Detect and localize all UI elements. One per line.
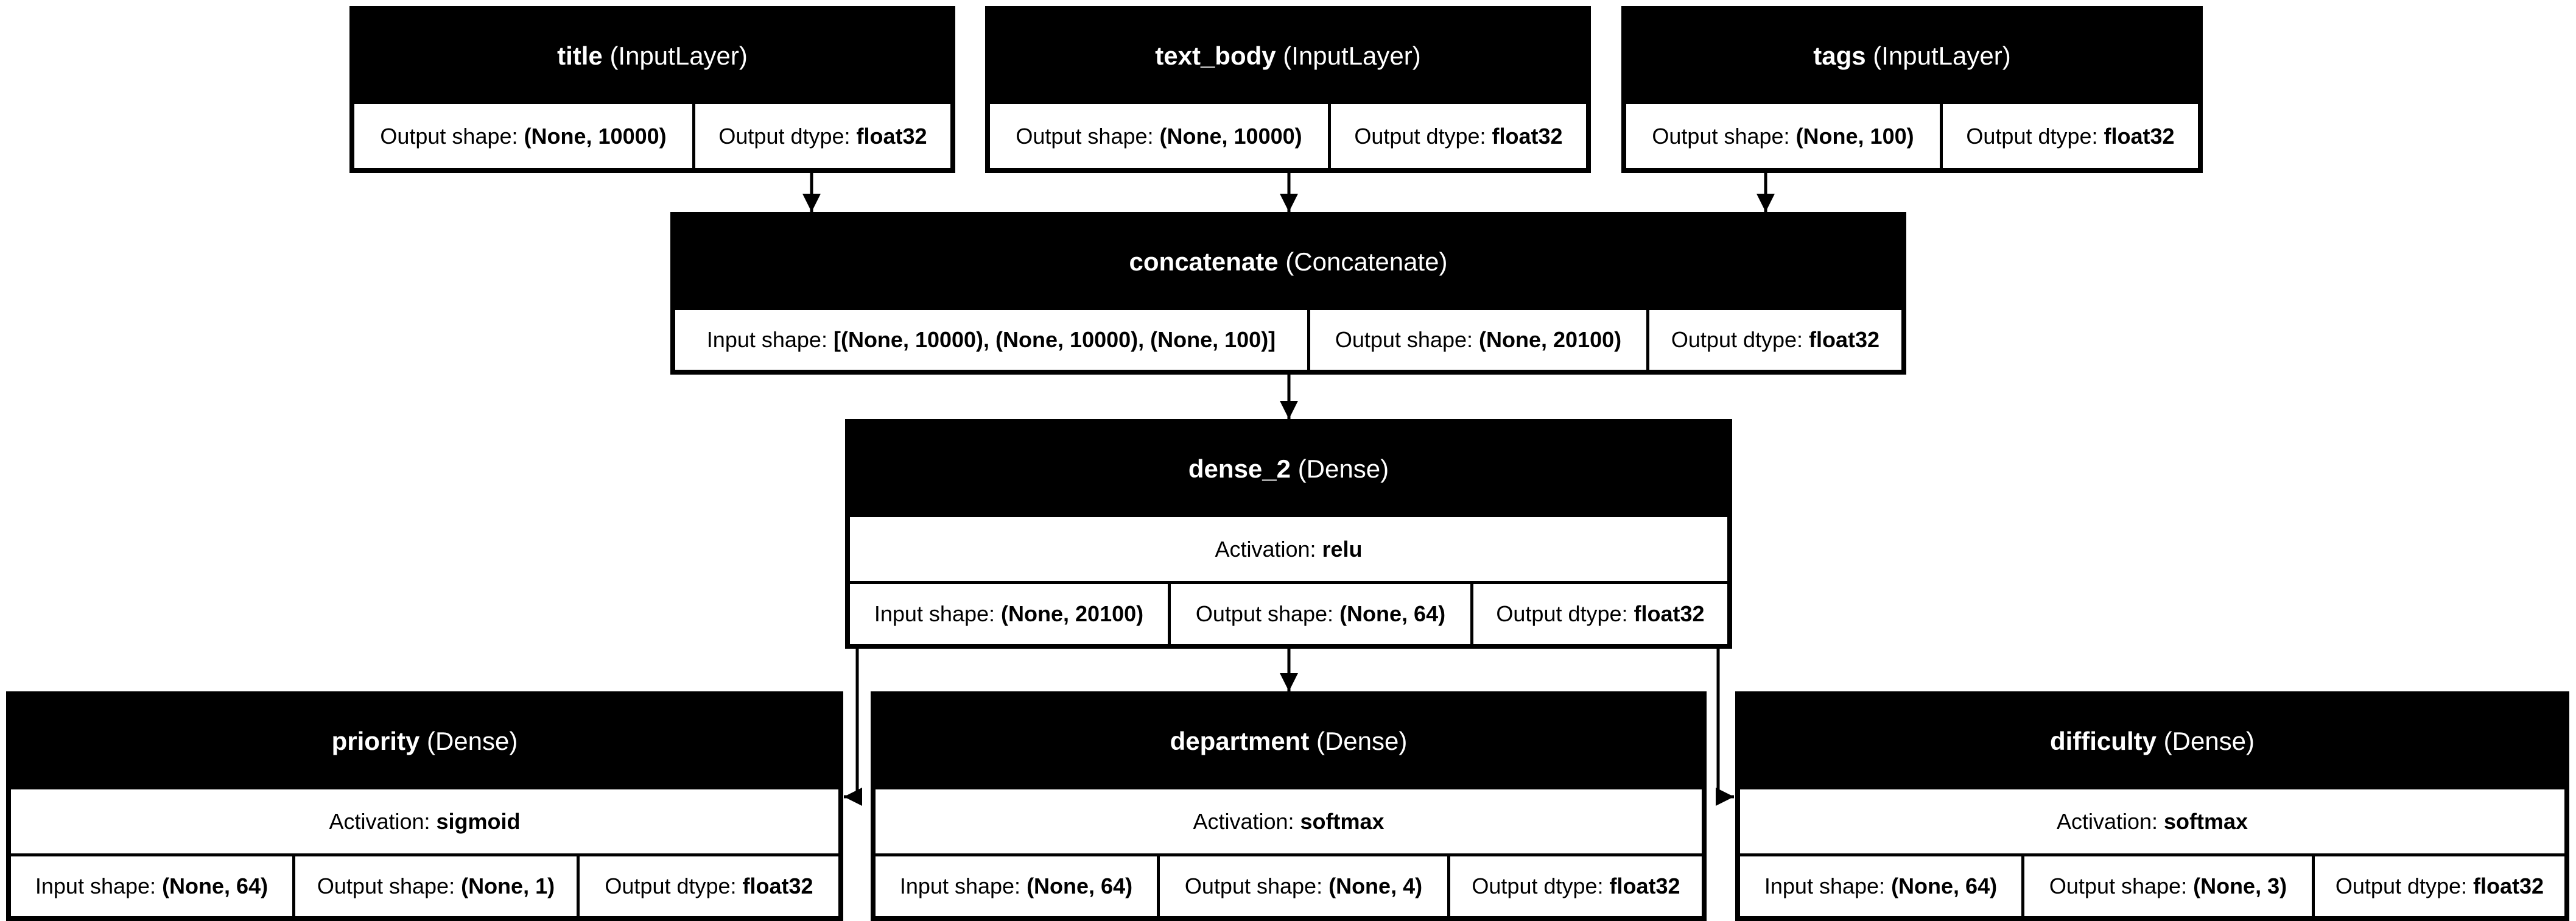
output-shape-cell: Output shape:(None, 3): [2024, 856, 2315, 916]
layer-type: (Dense): [2163, 727, 2255, 755]
layer-name: concatenate: [1129, 247, 1279, 276]
output-dtype-value: float32: [2104, 123, 2175, 149]
activation-cell: Activation:softmax: [1193, 808, 1385, 834]
input-shape-value: [(None, 10000), (None, 10000), (None, 10…: [833, 327, 1276, 352]
node-header: priority (Dense): [11, 696, 838, 786]
arrowhead-dense-2-to-department: [1280, 673, 1298, 691]
activation-cell: Activation:sigmoid: [329, 808, 521, 834]
activation-cell: Activation:relu: [1215, 536, 1363, 562]
node-title: title (InputLayer) Output shape:(None, 1…: [349, 6, 955, 173]
node-department: department (Dense) Activation:softmax In…: [871, 691, 1707, 921]
output-dtype-cell: Output dtype:float32: [1354, 123, 1563, 149]
node-text-body: text_body (InputLayer) Output shape:(Non…: [985, 6, 1591, 173]
activation-cell: Activation:softmax: [2056, 808, 2248, 834]
layer-type: (Dense): [1297, 454, 1389, 483]
output-shape-cell: Output shape:(None, 10000): [990, 104, 1331, 168]
layer-type: (Concatenate): [1285, 247, 1448, 276]
node-header: department (Dense): [876, 696, 1702, 786]
output-dtype-value: float32: [1492, 123, 1563, 149]
output-dtype-cell: Output dtype:float32: [1671, 327, 1880, 352]
output-dtype-value: float32: [856, 123, 927, 149]
layer-type: (Dense): [1316, 727, 1408, 755]
output-dtype-value: float32: [742, 873, 813, 898]
arrowhead-title-to-concatenate: [802, 194, 821, 212]
output-shape-cell: Output shape:(None, 100): [1626, 104, 1943, 168]
input-shape-cell: Input shape:(None, 64): [1740, 856, 2024, 916]
activation-value: softmax: [2164, 808, 2248, 834]
arrowhead-concatenate-to-dense-2: [1280, 401, 1298, 419]
edge-dense-2-to-difficulty: [1716, 627, 1734, 799]
output-shape-value: (None, 10000): [524, 123, 667, 149]
output-dtype-cell: Output dtype:float32: [1472, 873, 1680, 898]
output-dtype-cell: Output dtype:float32: [1496, 601, 1705, 626]
output-shape-cell: Output shape:(None, 64): [1171, 584, 1473, 644]
node-header: concatenate (Concatenate): [675, 217, 1901, 307]
layer-name: tags: [1813, 41, 1866, 70]
output-shape-value: (None, 4): [1328, 873, 1423, 898]
edge-dense-2-to-priority: [844, 627, 859, 799]
layer-type: (InputLayer): [609, 41, 748, 70]
layer-type: (Dense): [426, 727, 518, 755]
output-dtype-value: float32: [1609, 873, 1680, 898]
node-header: text_body (InputLayer): [990, 11, 1586, 101]
layer-name: title: [557, 41, 603, 70]
layer-name: text_body: [1155, 41, 1276, 70]
output-shape-value: (None, 1): [461, 873, 555, 898]
node-difficulty: difficulty (Dense) Activation:softmax In…: [1735, 691, 2569, 921]
input-shape-value: (None, 20100): [1001, 601, 1144, 626]
output-dtype-value: float32: [1634, 601, 1705, 626]
input-shape-value: (None, 64): [162, 873, 268, 898]
output-shape-value: (None, 3): [2193, 873, 2287, 898]
output-dtype-cell: Output dtype:float32: [718, 123, 927, 149]
activation-value: softmax: [1300, 808, 1385, 834]
arrowhead-dense-2-to-difficulty: [1716, 788, 1734, 806]
output-shape-cell: Output shape:(None, 20100): [1310, 310, 1649, 370]
input-shape-cell: Input shape:[(None, 10000), (None, 10000…: [675, 310, 1310, 370]
node-concatenate: concatenate (Concatenate) Input shape:[(…: [670, 212, 1906, 375]
input-shape-cell: Input shape:(None, 20100): [850, 584, 1171, 644]
layer-name: difficulty: [2049, 727, 2157, 755]
layer-type: (InputLayer): [1283, 41, 1421, 70]
node-dense-2: dense_2 (Dense) Activation:relu Input sh…: [845, 419, 1732, 649]
layer-name: priority: [331, 727, 420, 755]
output-shape-cell: Output shape:(None, 4): [1160, 856, 1450, 916]
output-shape-value: (None, 64): [1339, 601, 1446, 626]
node-header: dense_2 (Dense): [850, 424, 1727, 514]
input-shape-value: (None, 64): [1027, 873, 1133, 898]
output-shape-value: (None, 100): [1795, 123, 1914, 149]
input-shape-value: (None, 64): [1891, 873, 1998, 898]
output-shape-cell: Output shape:(None, 10000): [354, 104, 695, 168]
node-header: title (InputLayer): [354, 11, 950, 101]
input-shape-cell: Input shape:(None, 64): [11, 856, 295, 916]
layer-type: (InputLayer): [1873, 41, 2011, 70]
node-header: tags (InputLayer): [1626, 11, 2198, 101]
activation-value: sigmoid: [436, 808, 521, 834]
activation-value: relu: [1322, 536, 1363, 562]
output-dtype-value: float32: [1809, 327, 1880, 352]
node-tags: tags (InputLayer) Output shape:(None, 10…: [1621, 6, 2203, 173]
output-shape-value: (None, 10000): [1159, 123, 1302, 149]
layer-name: department: [1170, 727, 1310, 755]
output-dtype-value: float32: [2473, 873, 2544, 898]
output-shape-cell: Output shape:(None, 1): [295, 856, 580, 916]
node-header: difficulty (Dense): [1740, 696, 2564, 786]
node-priority: priority (Dense) Activation:sigmoid Inpu…: [6, 691, 843, 921]
output-dtype-cell: Output dtype:float32: [2335, 873, 2544, 898]
arrowhead-dense-2-to-priority: [844, 788, 862, 806]
output-shape-value: (None, 20100): [1479, 327, 1622, 352]
output-dtype-cell: Output dtype:float32: [1966, 123, 2175, 149]
arrowhead-tags-to-concatenate: [1757, 194, 1775, 212]
input-shape-cell: Input shape:(None, 64): [876, 856, 1160, 916]
layer-name: dense_2: [1188, 454, 1291, 483]
output-dtype-cell: Output dtype:float32: [605, 873, 813, 898]
arrowhead-text-body-to-concatenate: [1280, 194, 1298, 212]
